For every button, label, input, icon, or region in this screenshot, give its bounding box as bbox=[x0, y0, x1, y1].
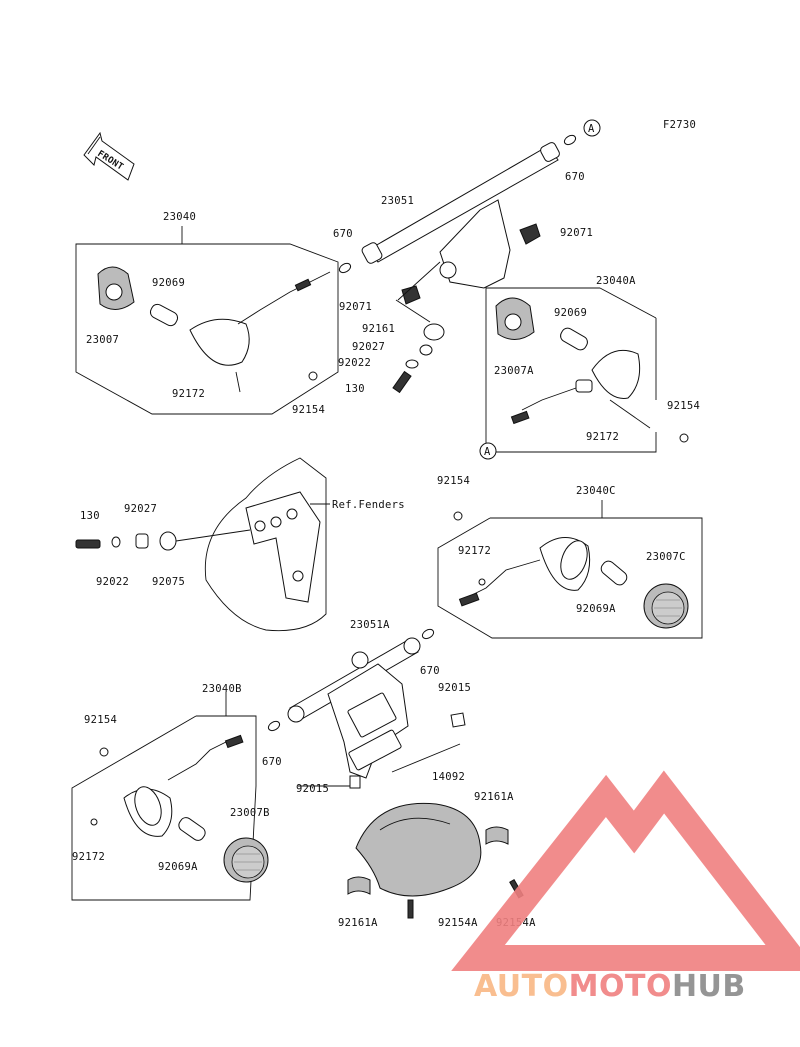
callout-a-top bbox=[583, 119, 601, 137]
label-23040: 23040 bbox=[163, 211, 196, 223]
label-92172-c: 92172 bbox=[458, 545, 491, 557]
callout-a-bottom-letter: A bbox=[484, 446, 491, 458]
label-92075: 92075 bbox=[152, 576, 185, 588]
label-92027-a: 92027 bbox=[352, 341, 385, 353]
bracket-23051A bbox=[267, 628, 466, 789]
watermark-logo: AUTOMOTOHUB bbox=[451, 770, 800, 1004]
cover-14092 bbox=[298, 743, 524, 919]
watermark-text-auto: AUTOMOTOHUB bbox=[474, 969, 746, 1004]
label-23040C: 23040C bbox=[576, 485, 616, 497]
label-92154-c: 92154 bbox=[437, 475, 470, 487]
label-92161: 92161 bbox=[362, 323, 395, 335]
bolt-icon bbox=[392, 370, 412, 394]
label-23040A: 23040A bbox=[596, 275, 636, 287]
ref-fenders-label: Ref.Fenders bbox=[332, 499, 405, 511]
label-92069-b: 92069 bbox=[554, 307, 587, 319]
label-92022-a: 92022 bbox=[338, 357, 371, 369]
label-92071-a: 92071 bbox=[560, 227, 593, 239]
label-92015-b: 92015 bbox=[296, 783, 329, 795]
bar-23051 bbox=[338, 134, 577, 394]
group-23040B bbox=[71, 692, 269, 901]
label-92071-b: 92071 bbox=[339, 301, 372, 313]
label-23007: 23007 bbox=[86, 334, 119, 346]
bracket-icon bbox=[519, 223, 541, 245]
label-92154-d: 92154 bbox=[84, 714, 117, 726]
label-670-b: 670 bbox=[565, 171, 585, 183]
signal-lens-icon bbox=[189, 318, 250, 366]
front-arrow-icon: FRONT bbox=[83, 131, 135, 181]
label-92172-a: 92172 bbox=[172, 388, 205, 400]
cover-icon bbox=[355, 802, 482, 897]
callout-a-top-letter: A bbox=[588, 123, 595, 135]
label-92069A-a: 92069A bbox=[576, 603, 616, 615]
label-92154-b: 92154 bbox=[667, 400, 700, 412]
label-23007B: 23007B bbox=[230, 807, 270, 819]
bolt-icon bbox=[75, 539, 101, 549]
o-ring-icon bbox=[563, 134, 577, 146]
label-23007C: 23007C bbox=[646, 551, 686, 563]
group-23040A bbox=[485, 287, 689, 453]
group-23040C bbox=[437, 500, 703, 639]
label-670-d: 670 bbox=[262, 756, 282, 768]
bulb-icon bbox=[149, 303, 179, 327]
grommet-icon bbox=[159, 531, 177, 551]
o-ring-icon bbox=[338, 262, 352, 274]
bolt-stack-left bbox=[75, 529, 251, 551]
label-92022-b: 92022 bbox=[96, 576, 129, 588]
group-23040 bbox=[75, 226, 339, 415]
label-14092: 14092 bbox=[432, 771, 465, 783]
label-92027-b: 92027 bbox=[124, 503, 157, 515]
label-92015-a: 92015 bbox=[438, 682, 471, 694]
label-130-a: 130 bbox=[345, 383, 365, 395]
label-23051A: 23051A bbox=[350, 619, 390, 631]
label-92172-d: 92172 bbox=[72, 851, 105, 863]
label-92154-a: 92154 bbox=[292, 404, 325, 416]
label-23040B: 23040B bbox=[202, 683, 242, 695]
label-92161A-a: 92161A bbox=[474, 791, 514, 803]
label-92154A-a: 92154A bbox=[438, 917, 478, 929]
label-670-c: 670 bbox=[420, 665, 440, 677]
label-92069A-b: 92069A bbox=[158, 861, 198, 873]
label-23051: 23051 bbox=[381, 195, 414, 207]
callout-a-bottom bbox=[479, 442, 497, 460]
label-92069-a: 92069 bbox=[152, 277, 185, 289]
fender-bracket bbox=[204, 457, 330, 632]
diagram-code: F2730 bbox=[663, 119, 696, 131]
label-92161A-b: 92161A bbox=[338, 917, 378, 929]
label-130-b: 130 bbox=[80, 510, 100, 522]
screw-icon bbox=[308, 371, 318, 381]
label-670-a: 670 bbox=[333, 228, 353, 240]
label-23007A: 23007A bbox=[494, 365, 534, 377]
label-92172-b: 92172 bbox=[586, 431, 619, 443]
grommet-icon bbox=[423, 323, 445, 341]
